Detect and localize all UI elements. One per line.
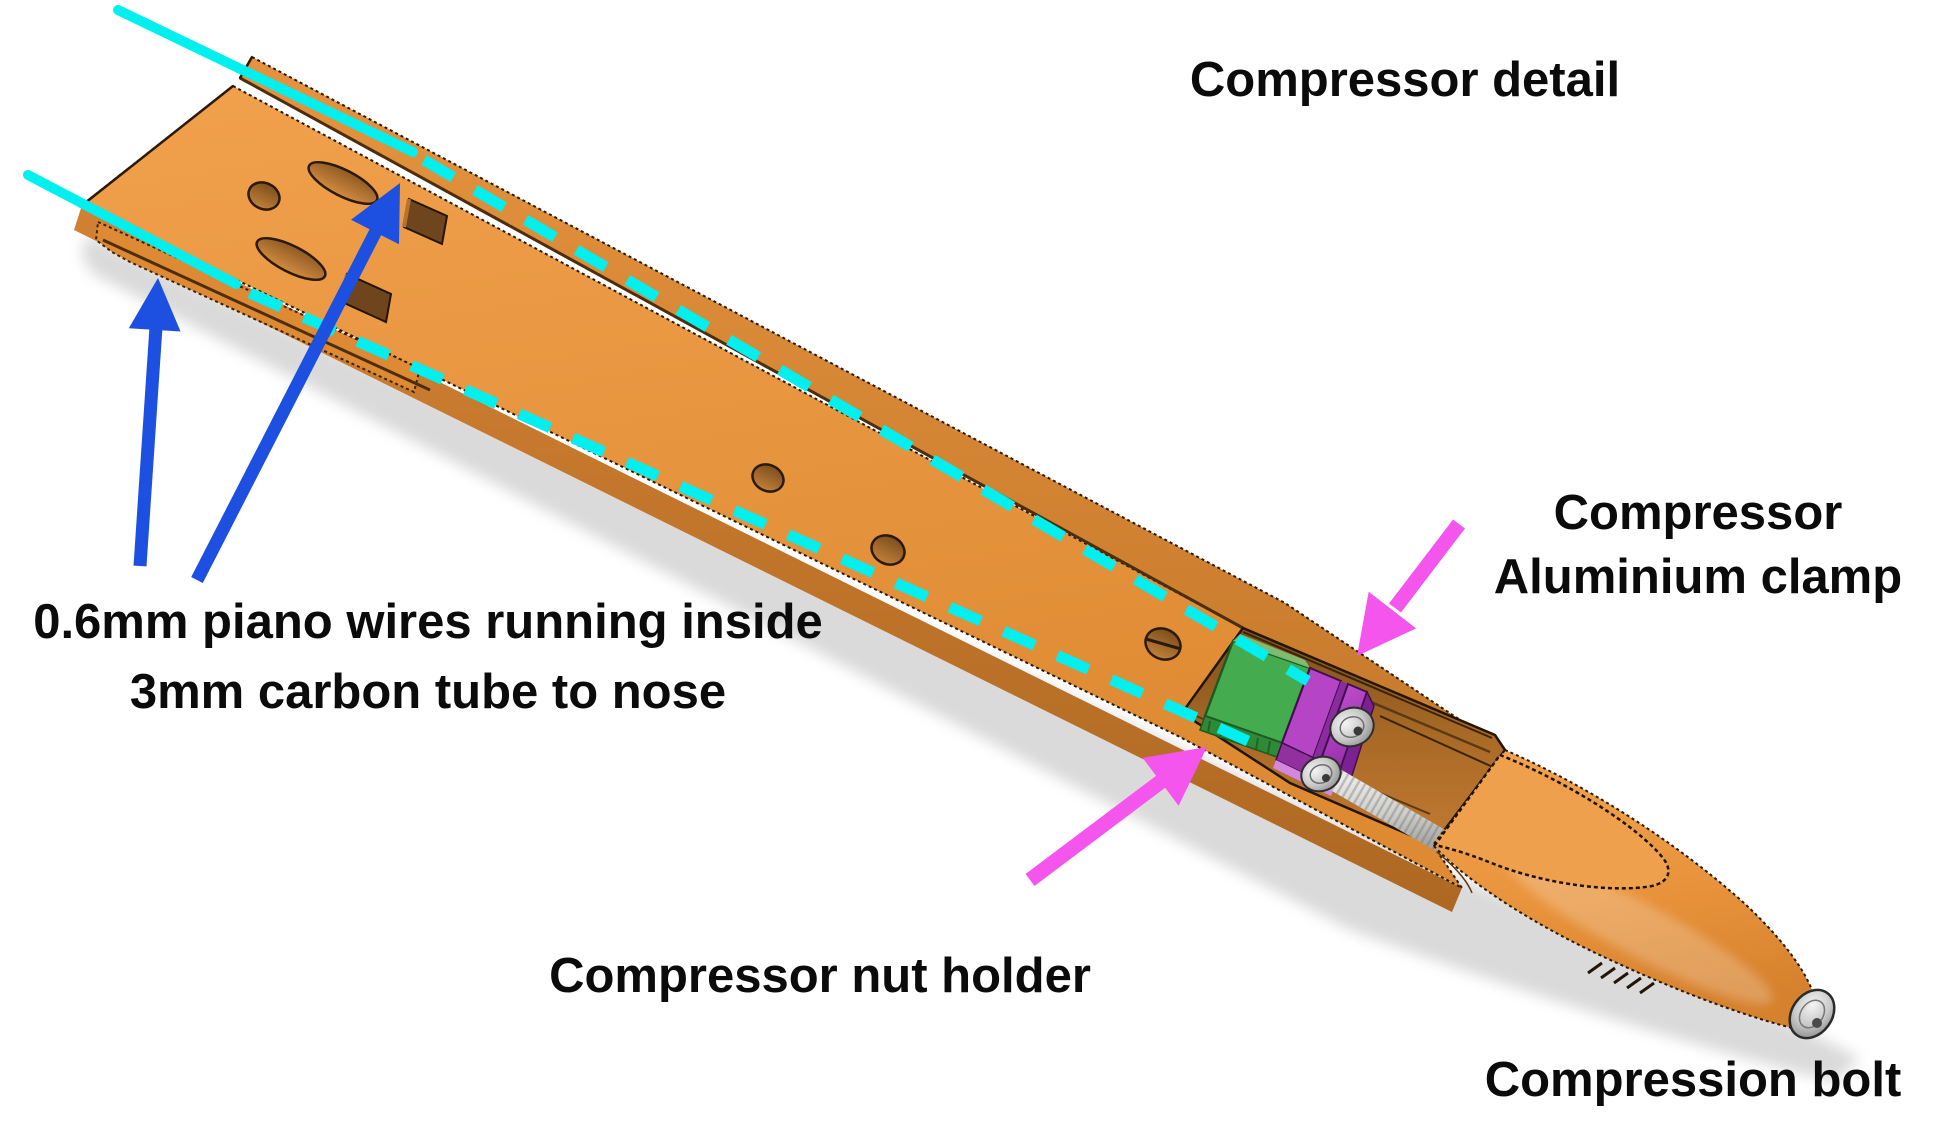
notch-1	[402, 197, 449, 246]
label-aluminium-clamp-line2: Aluminium clamp	[1493, 549, 1903, 604]
mount-hole-1	[751, 463, 785, 493]
title-compressor-detail: Compressor detail	[1189, 53, 1621, 107]
vent-slots	[1587, 961, 1655, 995]
canopy-outline	[1432, 753, 1670, 890]
label-piano-wires-line1: 0.6mm piano wires running inside	[33, 595, 823, 649]
arrow-piano-wire-right	[191, 183, 400, 583]
label-compression-bolt: Compression bolt	[1484, 1053, 1902, 1107]
label-piano-wires: 0.6mm piano wires running inside 3mm car…	[18, 588, 838, 727]
clamp-screw-2	[1300, 755, 1342, 793]
label-aluminium-clamp: Compressor Aluminium clamp	[1452, 482, 1944, 609]
label-nut-holder: Compressor nut holder	[549, 949, 1091, 1003]
piano-wire-lower	[23, 170, 241, 289]
slotted-screw-hole	[1144, 627, 1182, 661]
clamp-screw-1	[1329, 706, 1375, 748]
piano-wire-upper	[113, 5, 418, 157]
compression-bolt-head	[1788, 988, 1836, 1040]
piano-wire-upper-hidden	[421, 155, 1311, 686]
oval-slot-1	[307, 160, 379, 206]
oval-slot-2	[255, 236, 327, 282]
rear-rail-bottom-groove	[102, 238, 431, 392]
arrow-piano-wire-left	[128, 278, 181, 567]
rear-edge-line	[84, 85, 234, 204]
fuselage-side-face	[74, 205, 1462, 912]
piano-wire-lower-hidden	[247, 287, 1251, 747]
wire-exit-hole	[247, 181, 281, 211]
label-piano-wires-line2: 3mm carbon tube to nose	[129, 664, 727, 719]
nose-cone	[1431, 748, 1818, 1032]
arrow-aluminium-clamp	[1357, 519, 1465, 656]
label-aluminium-clamp-line1: Compressor	[1553, 486, 1843, 540]
mount-hole-2	[870, 534, 906, 566]
arrow-nut-holder	[1025, 747, 1207, 886]
